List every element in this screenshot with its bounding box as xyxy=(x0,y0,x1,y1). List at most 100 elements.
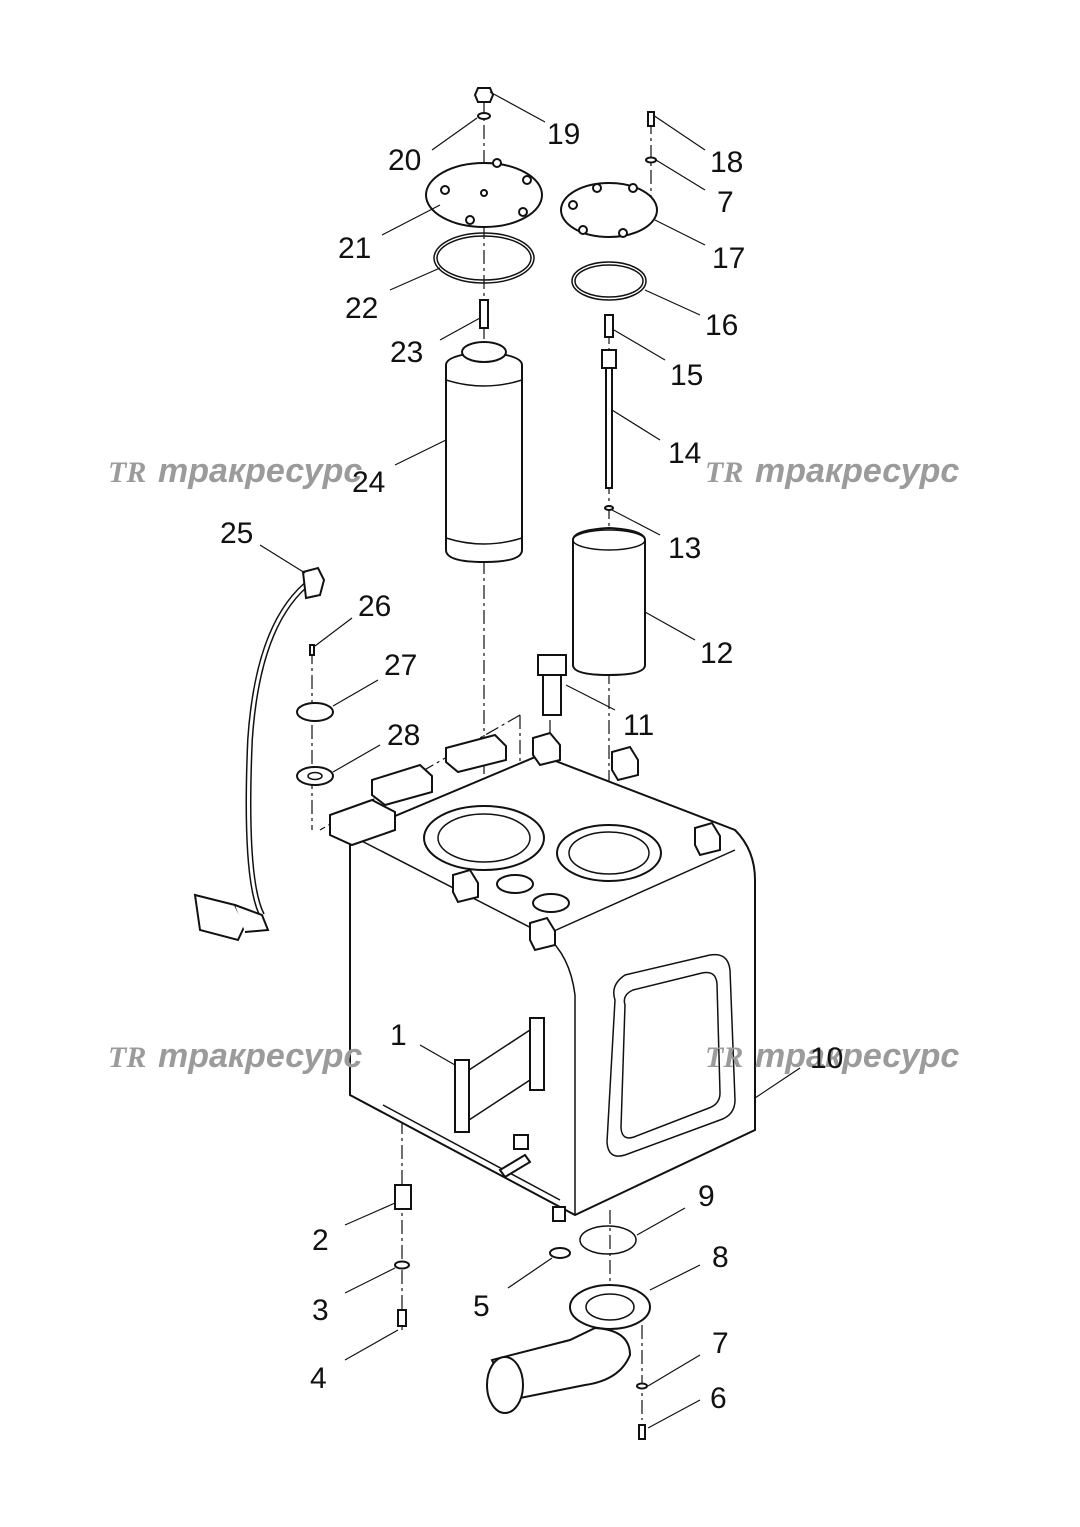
cover-bolt xyxy=(568,200,578,210)
left-filter-assembly xyxy=(425,87,543,564)
part-28-gasket-hole xyxy=(307,771,323,781)
tank-inspection-window-outer xyxy=(606,953,736,1157)
callout-16: 16 xyxy=(705,309,738,342)
leader-9 xyxy=(636,1207,686,1236)
part-16-o-ring-inner xyxy=(574,264,644,298)
top-bracket-left xyxy=(329,798,396,847)
callout-2: 2 xyxy=(312,1224,329,1257)
side-stub-pipe xyxy=(498,1153,532,1179)
leader-11 xyxy=(565,684,616,711)
watermark-logo: TR xyxy=(705,456,743,489)
leader-25 xyxy=(259,544,306,574)
leader-lines xyxy=(259,91,801,1429)
suction-pipe-end xyxy=(486,1356,524,1414)
part-13-nut xyxy=(604,505,614,511)
part-16-o-ring xyxy=(571,261,647,301)
small-port-b xyxy=(532,893,570,913)
callout-1: 1 xyxy=(390,1019,407,1052)
leader-21 xyxy=(381,204,441,236)
leader-13 xyxy=(611,509,661,536)
callout-5: 5 xyxy=(473,1290,490,1323)
part-8-flange-bore xyxy=(585,1293,635,1321)
bottom-drain-stub xyxy=(552,1206,566,1222)
part-25-hose xyxy=(245,577,314,917)
leader-15 xyxy=(613,329,666,361)
watermark-text: тракресурс xyxy=(755,1037,959,1075)
side-plug xyxy=(513,1134,529,1150)
callout-6: 6 xyxy=(710,1382,727,1415)
filter-element-top xyxy=(572,529,646,551)
cover-bolt xyxy=(618,228,628,238)
part-17-cover-plate xyxy=(560,182,658,238)
callout-21: 21 xyxy=(338,232,371,265)
left-filter-port-flange xyxy=(423,805,545,871)
watermark-text: тракресурс xyxy=(755,452,959,490)
part-22-o-ring xyxy=(433,232,535,284)
lower-parts xyxy=(394,1184,651,1440)
callout-19: 19 xyxy=(547,118,580,151)
part-7-washer-bottom xyxy=(636,1382,648,1390)
cover-bolt xyxy=(465,215,475,225)
leader-8 xyxy=(649,1264,701,1291)
callout-11: 11 xyxy=(623,709,654,742)
filter-element-neck xyxy=(461,341,507,363)
level-gauge-rear-mount xyxy=(529,1017,545,1091)
watermark-logo: TR xyxy=(705,1041,743,1074)
cover-bolt xyxy=(578,225,588,235)
breather-assembly xyxy=(537,654,567,716)
top-bracket-front xyxy=(452,868,479,904)
valve-connector xyxy=(234,904,270,933)
cover-bolt xyxy=(628,183,638,193)
callout-24: 24 xyxy=(352,466,385,499)
callout-13: 13 xyxy=(668,532,701,565)
part-9-o-ring xyxy=(579,1225,637,1255)
leader-24 xyxy=(394,439,447,466)
part-6-bolt xyxy=(638,1424,646,1440)
part-14-rod xyxy=(605,367,613,489)
part-11-breather-cap xyxy=(537,654,567,676)
part-20-washer xyxy=(477,112,491,120)
leader-7-top xyxy=(655,159,706,191)
part-5-plug xyxy=(549,1247,571,1259)
top-bracket-rear xyxy=(532,731,561,767)
tank-top-edge xyxy=(544,849,736,936)
callout-8: 8 xyxy=(712,1241,729,1274)
left-filter-port-bore xyxy=(437,813,531,863)
tank-outline xyxy=(349,753,756,1217)
callout-27: 27 xyxy=(384,649,417,682)
callout-17: 17 xyxy=(712,242,745,275)
callout-10: 10 xyxy=(810,1042,843,1075)
leader-16 xyxy=(644,289,701,316)
leader-26 xyxy=(314,617,353,647)
leader-4 xyxy=(344,1329,399,1361)
part-25-hose-inner xyxy=(247,578,313,916)
part-28-gasket xyxy=(296,766,334,786)
callout-3: 3 xyxy=(312,1294,329,1327)
leader-2 xyxy=(344,1202,396,1226)
part-19-bolt-head xyxy=(473,87,495,103)
callout-28: 28 xyxy=(387,719,420,752)
part-15-fitting xyxy=(604,314,614,338)
watermark-text: тракресурс xyxy=(158,452,362,490)
leader-22 xyxy=(389,267,441,291)
callout-4: 4 xyxy=(310,1362,327,1395)
leader-19 xyxy=(489,91,546,123)
leader-18 xyxy=(652,114,706,151)
hose-assembly xyxy=(193,566,334,942)
cover-centre-hole xyxy=(480,189,488,197)
part-25-elbow-fitting xyxy=(301,566,326,600)
leader-23 xyxy=(439,317,481,341)
level-gauge xyxy=(454,1059,470,1133)
hydraulic-tank xyxy=(329,731,756,1222)
valve-body xyxy=(193,893,247,942)
tank-inspection-window-inner xyxy=(620,971,721,1139)
part-27-flange xyxy=(296,702,334,722)
tank-bottom-lip xyxy=(382,1104,561,1201)
part-2-spacer xyxy=(394,1184,412,1210)
cover-bolt xyxy=(492,158,502,168)
right-filter-assembly xyxy=(560,111,658,677)
part-14-rod-head xyxy=(601,349,617,369)
watermark-text: тракресурс xyxy=(158,1037,362,1075)
